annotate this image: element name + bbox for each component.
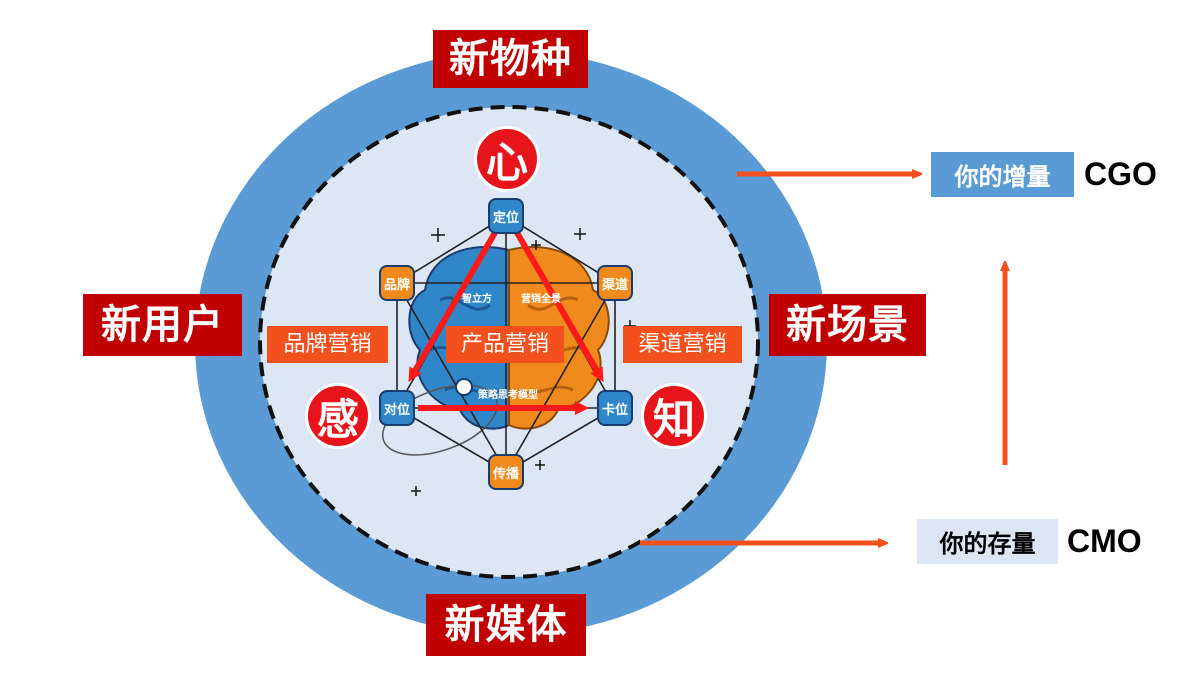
brain-subtitle: 策略思考模型 [478,390,538,401]
brain-brand-name: 智立方 [462,294,492,305]
tag-stock: 你的存量 [917,519,1058,564]
label-product-marketing: 产品营销 [446,326,564,363]
brain-title: 营销全景 [521,294,561,305]
node-brand: 品牌 [379,265,415,301]
label-new-media: 新媒体 [426,594,586,656]
circle-feel: 感 [305,383,371,449]
circle-heart: 心 [474,126,540,192]
label-new-users: 新用户 [83,294,242,356]
node-channel: 渠道 [597,265,633,301]
node-communication: 传播 [488,454,524,490]
star-icon [411,228,636,496]
circle-know: 知 [641,383,707,449]
triangle-arrows [408,222,604,415]
node-counter-position: 对位 [379,390,415,426]
node-niche-position: 卡位 [597,390,633,426]
role-cmo: CMO [1067,523,1142,559]
rocket-icon [455,378,473,396]
label-brand-marketing: 品牌营销 [267,326,388,363]
orbit-ring [381,384,499,456]
node-positioning: 定位 [488,198,524,234]
role-cgo: CGO [1084,156,1157,192]
label-new-species: 新物种 [433,30,588,88]
label-channel-marketing: 渠道营销 [623,326,742,363]
label-new-scenes: 新场景 [769,294,926,356]
tag-growth: 你的增量 [931,152,1074,197]
